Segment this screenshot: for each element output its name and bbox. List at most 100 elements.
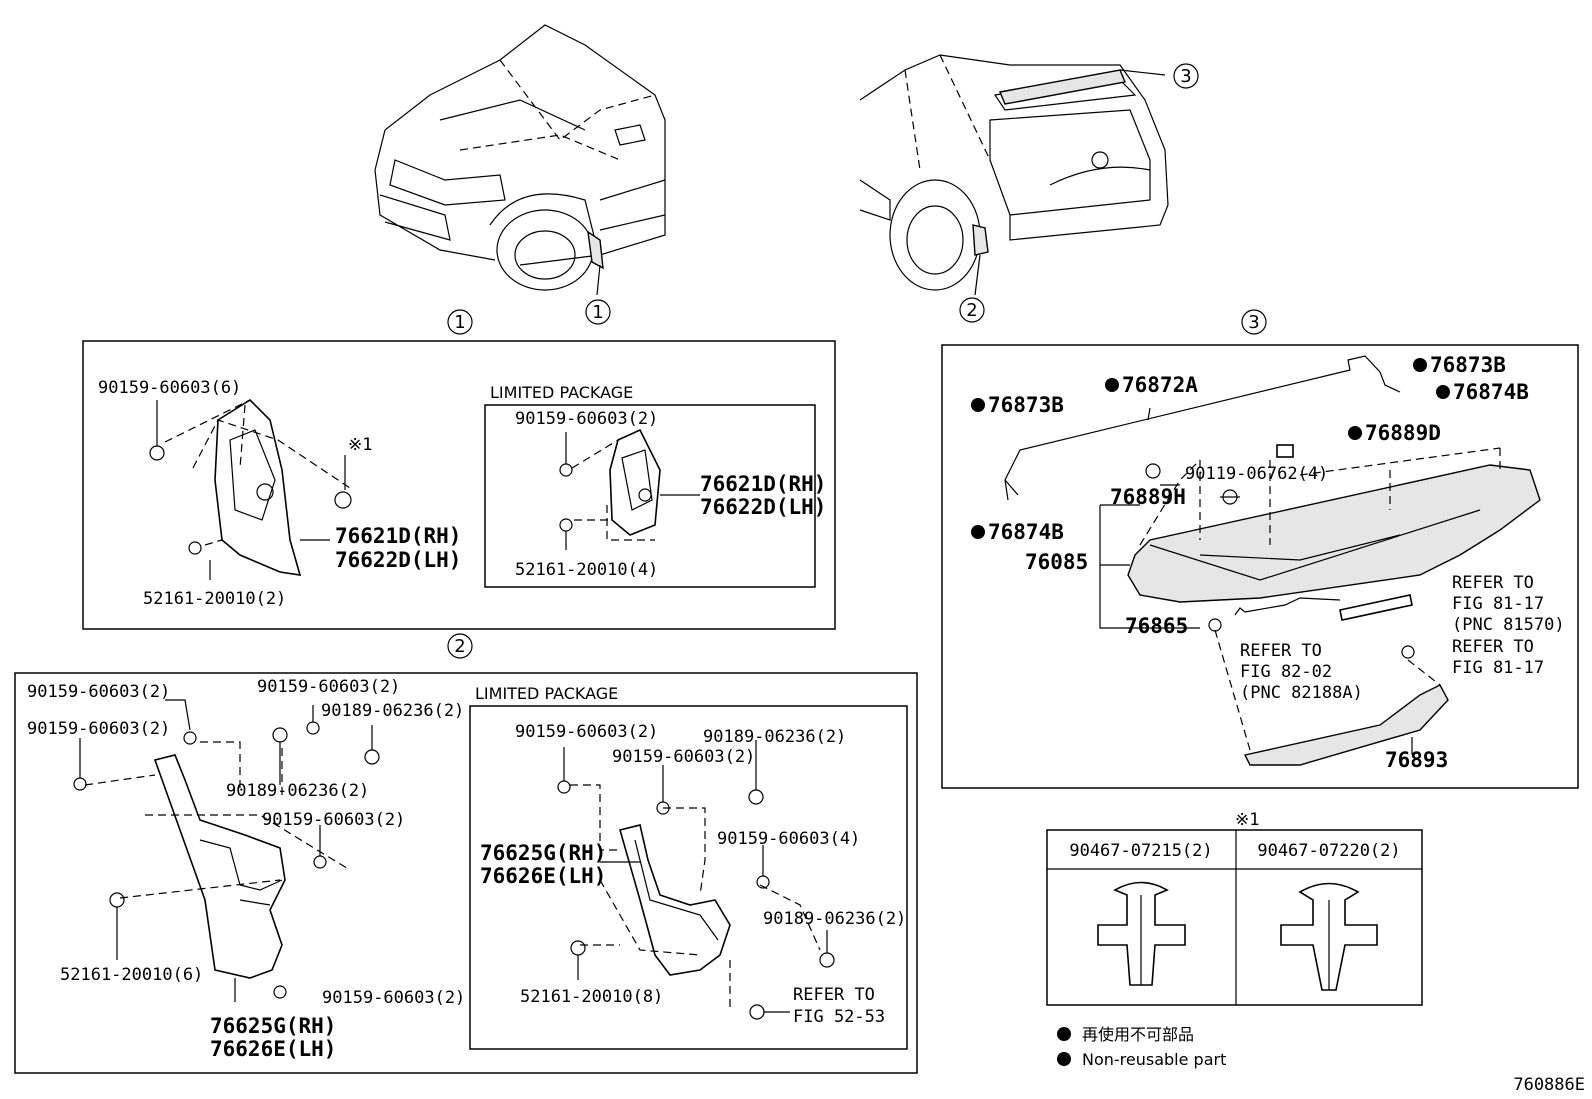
part-number: 76873B xyxy=(988,393,1064,417)
part-number: 90159-60603(4) xyxy=(717,829,860,849)
refer-text: FIG 52-53 xyxy=(793,1007,885,1027)
section-1-box xyxy=(82,340,836,630)
non-reusable-bullet xyxy=(1436,385,1450,399)
section-2-limited-box xyxy=(469,705,908,1050)
refer-text: FIG 81-17 xyxy=(1452,594,1544,614)
part-number: 90159-60603(2) xyxy=(262,810,405,830)
refer-text: FIG 82-02 xyxy=(1240,662,1332,682)
refer-text: REFER TO xyxy=(1452,573,1534,593)
bolt-icon xyxy=(559,518,573,532)
refer-text: (PNC 81570) xyxy=(1452,615,1565,635)
part-number: 76872A xyxy=(1122,373,1198,397)
bolt-icon xyxy=(306,721,320,735)
section-1-parts: ※1 90159-60603(6) 52161-20010(2) 76621D(… xyxy=(98,378,461,609)
non-reusable-bullet xyxy=(1348,426,1362,440)
bolt-icon xyxy=(559,463,573,477)
callout-2-rear: 2 xyxy=(959,297,985,323)
refer-text: REFER TO xyxy=(793,985,875,1005)
part-number: 90159-60603(2) xyxy=(322,988,465,1008)
clip-icon xyxy=(334,491,352,509)
non-reusable-bullet xyxy=(971,525,985,539)
part-number: 76626E(LH) xyxy=(210,1037,336,1061)
section-1-limited-box xyxy=(484,404,816,588)
part-number: 76625G(RH) xyxy=(210,1014,336,1038)
part-number: 76622D(LH) xyxy=(335,548,461,572)
nut-icon xyxy=(272,727,288,743)
front-vehicle-view xyxy=(374,24,666,296)
part-number: 90159-60603(2) xyxy=(27,682,170,702)
part-number: 76889D xyxy=(1365,421,1441,445)
callout-3-rear: 3 xyxy=(1173,63,1199,89)
part-number: 76621D(RH) xyxy=(700,472,826,496)
svg-text:2: 2 xyxy=(454,636,465,657)
svg-text:1: 1 xyxy=(454,312,465,333)
refer-text: REFER TO xyxy=(1452,637,1534,657)
table-header: 90467-07215(2) xyxy=(1069,841,1212,861)
part-number: 76873B xyxy=(1430,353,1506,377)
nut-icon xyxy=(748,789,764,805)
part-number: 90159-60603(2) xyxy=(515,722,658,742)
limited-package-label: LIMITED PACKAGE xyxy=(490,383,633,402)
bolt-icon xyxy=(73,777,87,791)
clip-07215-icon xyxy=(1097,881,1186,986)
part-number: 76865 xyxy=(1125,614,1188,638)
part-number: 76874B xyxy=(1453,380,1529,404)
clip-icon xyxy=(1208,618,1222,632)
bolt-icon xyxy=(313,855,327,869)
part-number: 76874B xyxy=(988,520,1064,544)
legend-jp: 再使用不可部品 xyxy=(1082,1025,1194,1044)
part-number: 90119-06762(4) xyxy=(1185,464,1328,484)
refer-text: (PNC 82188A) xyxy=(1240,683,1363,703)
part-number: 90189-06236(2) xyxy=(703,727,846,747)
svg-text:2: 2 xyxy=(966,300,977,321)
part-number: 90159-60603(2) xyxy=(515,409,658,429)
clip-icon xyxy=(570,940,586,956)
section-2-box xyxy=(14,672,918,1074)
non-reusable-bullet xyxy=(971,398,985,412)
bullet-icon xyxy=(1057,1027,1071,1041)
section-3-parts: 76873B 76874B 76872A 76873B 76889D 90119… xyxy=(971,353,1565,772)
clip-07220-icon xyxy=(1280,882,1378,991)
svg-text:3: 3 xyxy=(1248,312,1259,333)
callout-1-front: 1 xyxy=(585,299,611,325)
part-number: 90189-06236(2) xyxy=(763,909,906,929)
part-number: 76893 xyxy=(1385,748,1448,772)
part-number: 90189-06236(2) xyxy=(321,701,464,721)
part-number: 90159-60603(2) xyxy=(257,677,400,697)
section-3-box xyxy=(941,344,1579,789)
part-number: 76625G(RH) xyxy=(480,841,606,865)
clip-icon xyxy=(109,892,125,908)
part-number: 90159-60603(6) xyxy=(98,378,241,398)
part-number: 76626E(LH) xyxy=(480,864,606,888)
clip-icon xyxy=(749,1004,765,1020)
bolt-icon xyxy=(273,985,287,999)
refer-text: REFER TO xyxy=(1240,641,1322,661)
section-1-callout: 1 xyxy=(447,309,473,335)
part-number: 90189-06236(2) xyxy=(226,781,369,801)
section-3-callout: 3 xyxy=(1241,309,1267,335)
callout-number: 1 xyxy=(592,302,603,323)
part-number: 90159-60603(2) xyxy=(27,719,170,739)
clip-table: 90467-07215(2) 90467-07220(2) xyxy=(1046,829,1423,1006)
part-number: 90159-60603(2) xyxy=(612,747,755,767)
svg-text:3: 3 xyxy=(1180,66,1191,87)
section-2-parts: 90159-60603(2) 90159-60603(2) 90159-6060… xyxy=(27,677,465,1061)
bolt-icon xyxy=(149,445,165,461)
table-mark: ※1 xyxy=(1235,810,1259,830)
section-2-limited-parts: 90159-60603(2) 90189-06236(2) 90159-6060… xyxy=(480,722,906,1027)
bullet-icon xyxy=(1057,1052,1071,1066)
bolt-icon xyxy=(557,780,571,794)
non-reusable-bullet xyxy=(1105,378,1119,392)
table-header: 90467-07220(2) xyxy=(1257,841,1400,861)
clip-icon xyxy=(1276,444,1294,458)
part-number: 52161-20010(4) xyxy=(515,560,658,580)
limited-package-label: LIMITED PACKAGE xyxy=(475,684,618,703)
section-1-limited-parts: 90159-60603(2) 76621D(RH) 76622D(LH) 521… xyxy=(515,409,826,580)
non-reusable-bullet xyxy=(1413,358,1427,372)
refer-text: FIG 81-17 xyxy=(1452,658,1544,678)
nut-icon xyxy=(819,952,835,968)
nut-icon xyxy=(364,749,380,765)
bolt-icon xyxy=(183,731,197,745)
part-number: 76889H xyxy=(1110,485,1186,509)
